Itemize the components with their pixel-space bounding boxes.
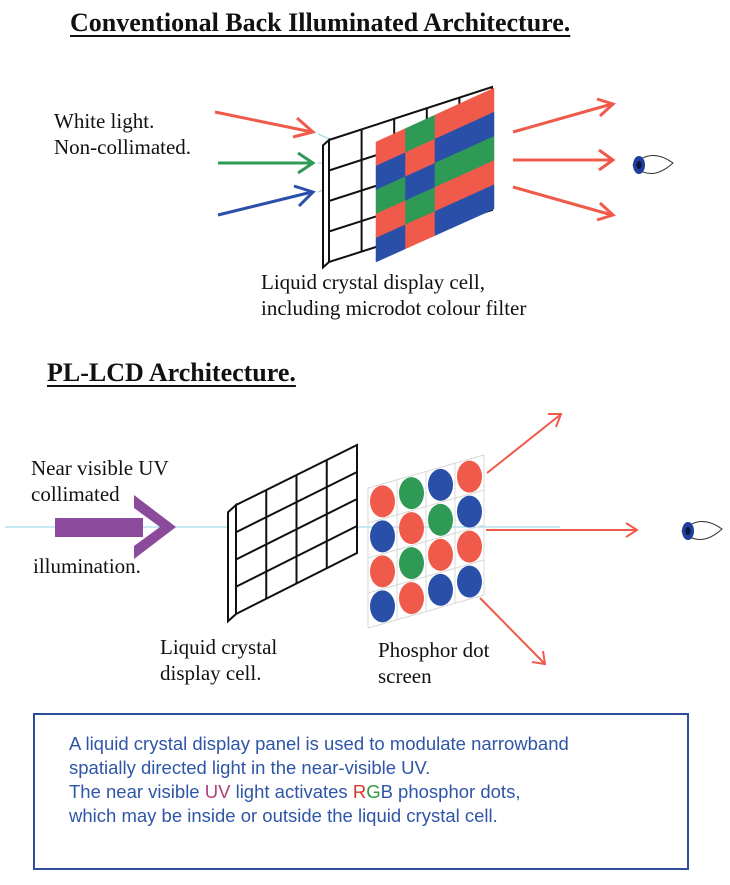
phosphor-label-line: Phosphor dot <box>378 638 490 662</box>
lcd-cell-grid-bottom <box>227 443 358 624</box>
output-arrow-head <box>596 201 616 222</box>
uv-illumination-arrow <box>55 495 176 559</box>
info-line: spatially directed light in the near-vis… <box>69 757 431 778</box>
phosphor-dot <box>457 495 482 528</box>
phosphor-dot <box>399 547 424 580</box>
rgb-b: B <box>380 781 393 802</box>
grid-line <box>235 525 358 588</box>
uv-label-line: Near visible UV <box>31 456 169 480</box>
white-light-label-line: Non-collimated. <box>54 135 192 159</box>
info-text-segment: phosphor dots, <box>392 781 521 802</box>
info-line-rgb: The near visible UV light activates RGB … <box>69 780 569 804</box>
blue-light-arrow-head <box>293 184 316 208</box>
output-arrow-head <box>598 148 616 172</box>
phosphor-dot <box>399 512 424 545</box>
white-light-label: White light. Non-collimated. <box>54 108 191 160</box>
illumination-label: illumination. <box>33 554 141 578</box>
input-light-arrows <box>214 110 317 217</box>
lcd-cell-label-line: display cell. <box>160 661 262 685</box>
rgb-g: G <box>366 781 381 802</box>
info-line: A liquid crystal display panel is used t… <box>69 733 569 754</box>
info-box: A liquid crystal display panel is used t… <box>33 713 689 870</box>
lcd-cell-filter-label: Liquid crystal display cell, including m… <box>261 269 526 321</box>
output-arrow <box>512 102 613 134</box>
phosphor-dot <box>428 538 453 571</box>
phosphor-dot <box>457 565 482 598</box>
phosphor-dot <box>399 477 424 510</box>
red-light-arrow-head <box>292 116 317 139</box>
panel-edge <box>227 502 237 624</box>
phosphor-dot <box>370 590 395 623</box>
output-arrow-head <box>596 97 616 118</box>
info-line: which may be inside or outside the liqui… <box>69 805 498 826</box>
grid-line <box>235 471 358 534</box>
blue-light-arrow <box>217 190 313 217</box>
lcd-cell-filter-label-line: including microdot colour filter <box>261 296 527 320</box>
phosphor-dot <box>457 530 482 563</box>
rgb-r: R <box>352 781 367 802</box>
info-text-segment: The near visible <box>69 781 205 802</box>
output-arrow <box>512 185 613 217</box>
phosphor-dot <box>370 555 395 588</box>
grid-line <box>235 498 358 561</box>
phosphor-label-line: screen <box>378 664 432 688</box>
filter-microdot <box>464 184 495 223</box>
white-light-label-line: White light. <box>54 109 155 133</box>
phosphor-dot <box>428 503 453 536</box>
phosphor-dot <box>370 520 395 553</box>
colour-filter <box>375 87 495 263</box>
phosphor-output-arrows <box>479 413 639 666</box>
eye-icon <box>681 521 723 540</box>
info-text: A liquid crystal display panel is used t… <box>69 732 569 828</box>
phosphor-dot <box>399 582 424 615</box>
phosphor-dots <box>370 460 482 623</box>
output-light-arrows <box>512 97 616 222</box>
phosphor-dot <box>428 573 453 606</box>
red-light-arrow <box>214 110 313 134</box>
uv-word: UV <box>204 781 231 802</box>
phosphor-dot <box>370 485 395 518</box>
top-title: Conventional Back Illuminated Architectu… <box>70 8 571 37</box>
green-light-arrow-head <box>297 151 316 175</box>
phosphor-label: Phosphor dot screen <box>378 637 489 689</box>
phosphor-screen-grid <box>367 454 485 629</box>
info-text-segment: light activates <box>230 781 353 802</box>
uv-label: Near visible UV collimated <box>31 455 169 507</box>
eye-icon <box>632 155 674 174</box>
phosphor-dot <box>428 468 453 501</box>
lcd-cell-label: Liquid crystal display cell. <box>160 634 277 686</box>
uv-label-line: collimated <box>31 482 120 506</box>
bottom-title: PL-LCD Architecture. <box>47 358 296 387</box>
lcd-cell-label-line: Liquid crystal <box>160 635 278 659</box>
phosphor-dot <box>457 460 482 493</box>
lcd-cell-filter-label-line: Liquid crystal display cell, <box>261 270 485 294</box>
